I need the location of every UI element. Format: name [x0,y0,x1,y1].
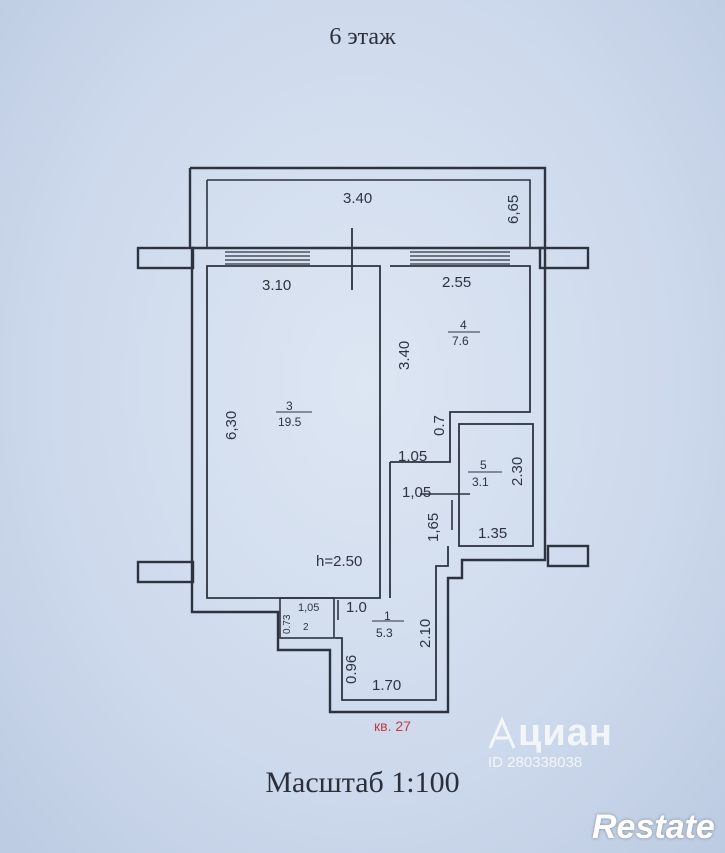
dim-wc-width: 1,05 [298,602,319,614]
wall-stub-right-top [538,246,590,270]
hallway-outline [335,462,449,701]
dim-hall-width: 1.70 [372,677,401,694]
height-label: h=2.50 [316,553,362,570]
dim-corridor-top: 1.05 [398,448,427,465]
cian-id-text: ID 280338038 [488,754,583,771]
window-room-4 [410,251,510,265]
dim-balcony-depth: 6,65 [505,195,522,224]
floor-title: 6 этаж [329,24,396,50]
outer-wall [190,246,547,714]
room-1-number: 1 [384,609,391,623]
room-4-number: 4 [460,318,467,332]
apartment-label: кв. 27 [374,718,411,734]
dim-bath-length: 2.30 [509,457,526,486]
dim-notch: 0.7 [431,415,448,436]
dim-hall-length: 2.10 [417,619,434,648]
dim-corridor-mid: 1,05 [402,484,431,501]
room-2-number: 2 [303,622,309,633]
wall-stub-left-top [136,246,195,270]
cian-logo-icon [488,716,516,749]
dim-balcony-width: 3.40 [343,190,372,207]
room-3-number: 3 [286,399,293,413]
room-3-outline [206,265,381,599]
dim-hall-step: 0.96 [343,655,360,684]
balcony-outer-wall [190,166,547,248]
dim-bath-width: 1.35 [478,525,507,542]
room-5-area: 3.1 [472,475,489,489]
room-3-area: 19.5 [278,415,302,429]
room-5-outline [458,423,534,547]
room-5-number: 5 [480,458,487,472]
cian-brand-text: циан [518,712,613,754]
restate-watermark: Restate [592,808,715,846]
wall-stub-left-bottom [136,560,195,584]
dim-corridor-side: 1,65 [425,513,442,542]
wall-stub-right-bottom [546,544,590,568]
window-room-3 [225,251,310,265]
dim-room-4-width: 2.55 [442,274,471,291]
dim-room-3-width: 3.10 [262,277,291,294]
dim-room-3-length: 6,30 [223,411,240,440]
room-4-outline [390,265,531,463]
dim-room-4-length: 3.40 [396,341,413,370]
balcony-inner-rail [207,179,531,248]
scale-label: Масштаб 1:100 [265,766,460,799]
room-2-outline [279,597,335,639]
dim-wc-depth: 0.73 [282,614,293,634]
room-4-area: 7.6 [452,334,469,348]
room-1-area: 5.3 [376,626,393,640]
dim-door: 1.0 [346,599,367,616]
